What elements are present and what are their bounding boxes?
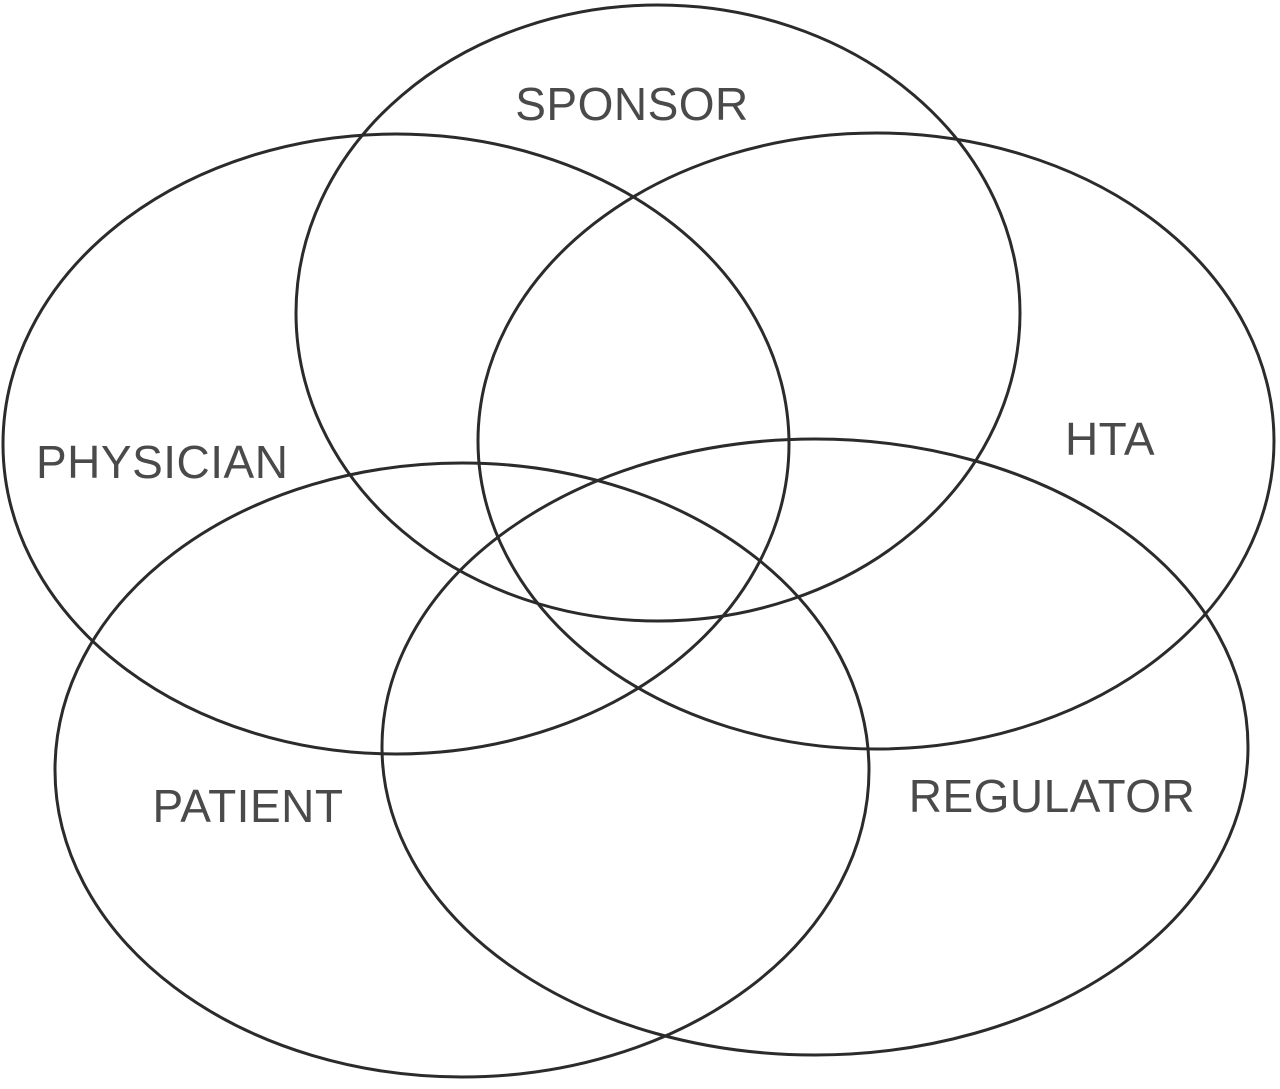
regulator-set-outline xyxy=(380,437,1250,1057)
patient-label: PATIENT xyxy=(153,780,344,832)
physician-label: PHYSICIAN xyxy=(36,436,288,488)
patient-set-outline xyxy=(53,461,871,1079)
regulator-label: REGULATOR xyxy=(909,770,1196,822)
hta-set-outline xyxy=(476,131,1276,751)
physician-set-outline xyxy=(1,132,791,756)
sponsor-label: SPONSOR xyxy=(515,78,749,130)
sponsor-set-outline xyxy=(294,3,1022,623)
hta-label: HTA xyxy=(1065,413,1155,465)
